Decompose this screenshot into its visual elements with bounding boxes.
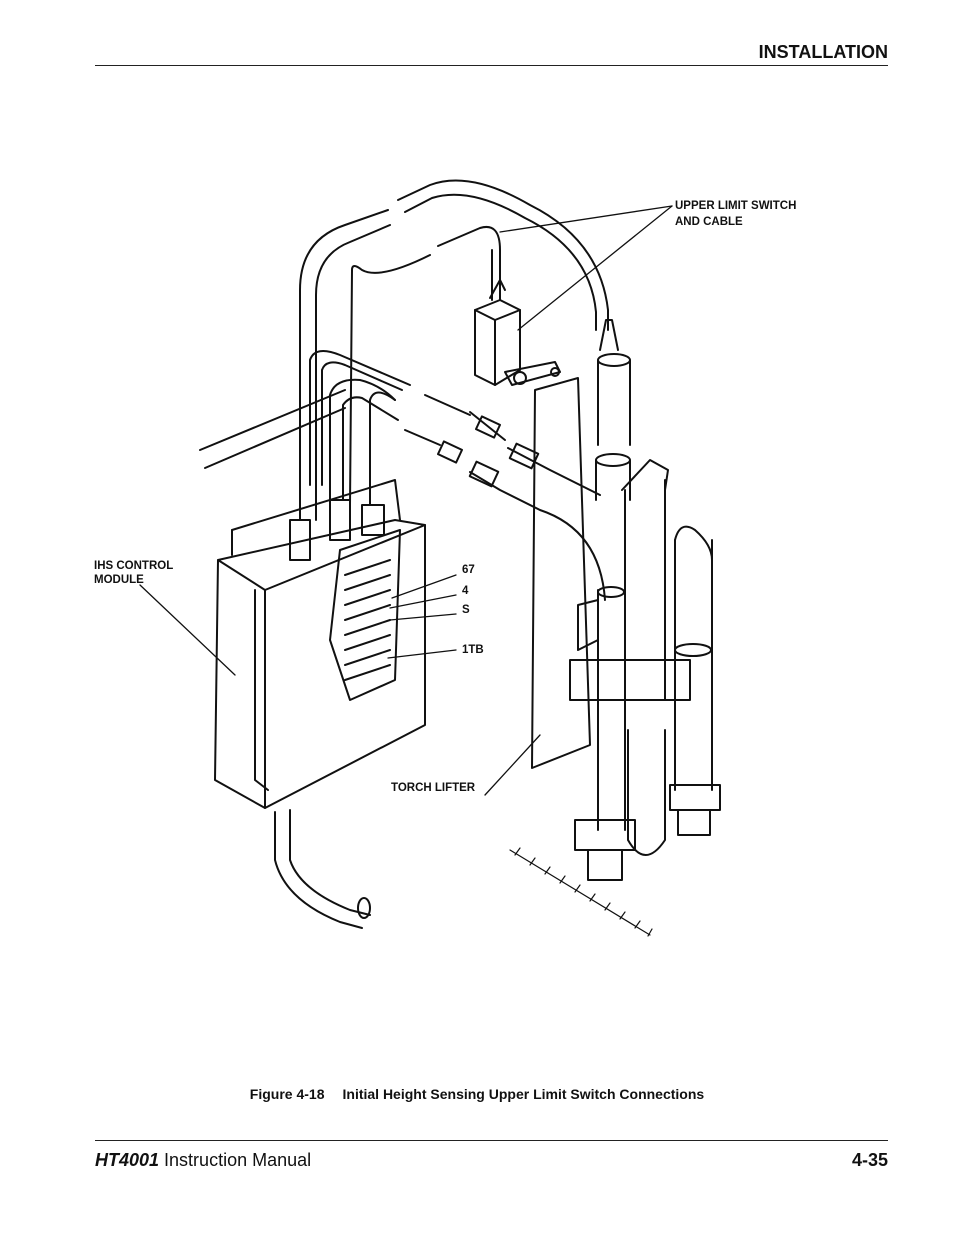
wire-s-label: S [462, 604, 470, 616]
wire-67-label: 67 [462, 564, 475, 576]
figure-caption: Figure 4-18 Initial Height Sensing Upper … [0, 1086, 954, 1102]
page-number: 4-35 [851, 1150, 888, 1170]
ihs-module-label: IHS CONTROL MODULE [94, 559, 173, 587]
work-surface [509, 847, 653, 937]
upper-limit-switch-label-line2: AND CABLE [675, 216, 743, 228]
section-title: INSTALLATION [758, 42, 888, 62]
connectors [404, 394, 606, 601]
inner-cables [309, 350, 411, 506]
wire-4-label: 4 [462, 585, 469, 597]
footer-manual-title: HT4001 Instruction Manual [95, 1150, 311, 1171]
upper-limit-switch-label: UPPER LIMIT SWITCH AND CABLE [675, 198, 796, 230]
limit-switch-box [474, 279, 561, 386]
torch-lifter-label: TORCH LIFTER [391, 782, 476, 794]
footer-model: HT4001 [95, 1150, 160, 1170]
header-rule [95, 65, 888, 66]
footer-manual: Instruction Manual [159, 1150, 312, 1170]
torch-lifter-plate [531, 377, 591, 769]
terminal-1tb-label: 1TB [462, 644, 484, 656]
footer-rule [95, 1140, 888, 1141]
upper-limit-switch-label-line1: UPPER LIMIT SWITCH [675, 200, 797, 212]
cable-loops [299, 179, 609, 521]
figure-caption-text: Initial Height Sensing Upper Limit Switc… [342, 1086, 705, 1102]
lifter-columns [569, 319, 721, 881]
background-rails [199, 389, 346, 469]
ihs-module [214, 479, 426, 929]
ihs-module-label-line2: MODULE [94, 574, 144, 586]
figure-number: Figure 4-18 [249, 1086, 325, 1102]
leader-lines [139, 205, 673, 796]
ihs-module-label-line1: IHS CONTROL [94, 560, 174, 572]
